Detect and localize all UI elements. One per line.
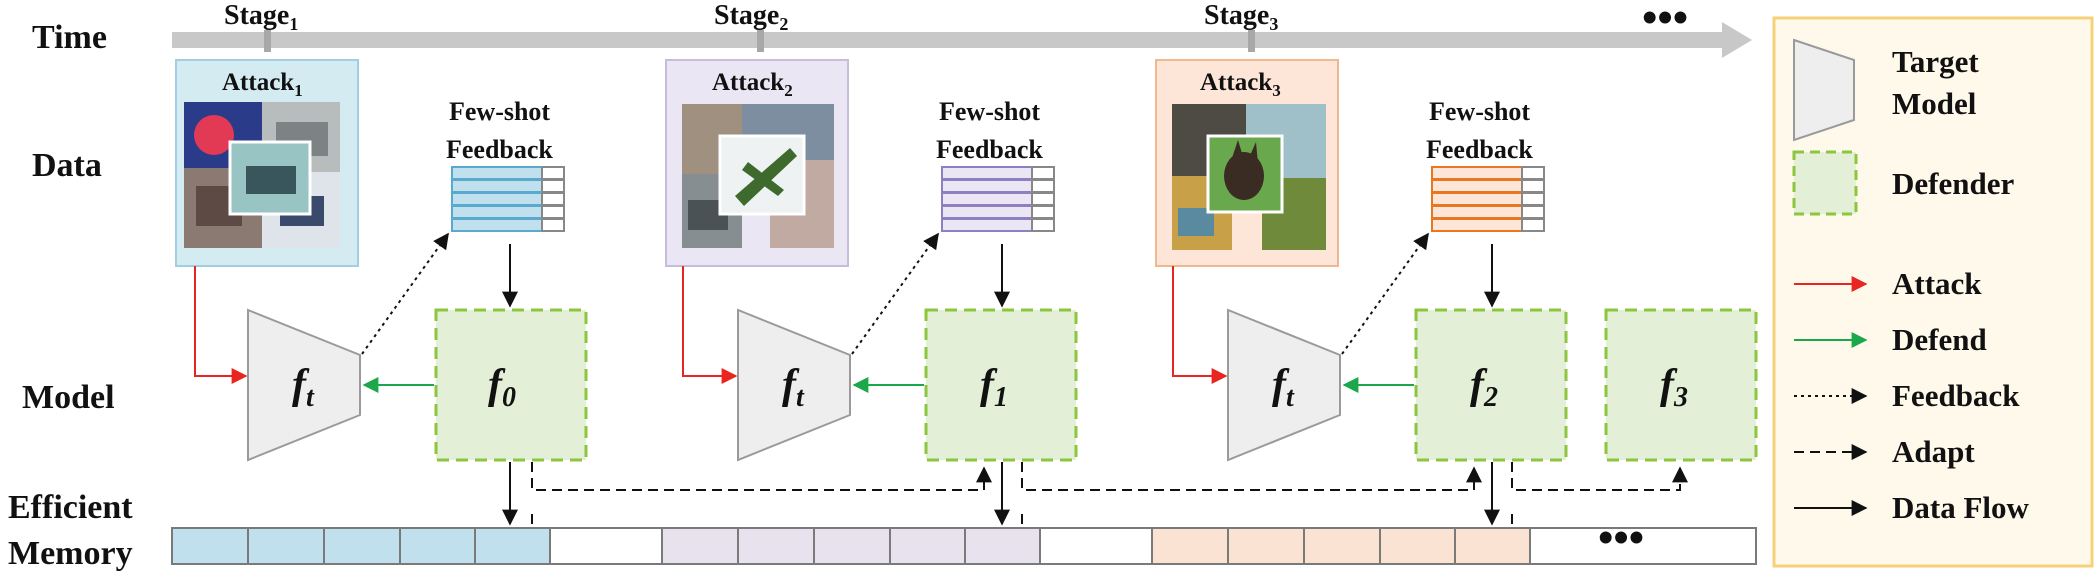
stage-3-feedback-table — [1431, 166, 1545, 232]
stage-3-feedback-label-line2: Feedback — [1426, 135, 1533, 164]
adapt-arrow-f1-to-f2 — [1021, 462, 1482, 491]
adapt-arrow-f2-to-f3 — [1511, 462, 1688, 491]
stage-3-target-model — [1227, 308, 1341, 462]
stage-1-defender — [434, 308, 588, 462]
row-label-time: Time — [32, 19, 107, 56]
legend-adapt-label: Adapt — [1892, 434, 1975, 469]
legend-defend-label: Defend — [1892, 322, 1987, 357]
legend-target-model-icon — [1793, 38, 1855, 142]
row-label-model: Model — [22, 379, 115, 416]
time-ellipsis: ••• — [1642, 0, 1688, 42]
stage-2-defender-label: f1 — [980, 362, 1008, 413]
row-label-memory-line2: Memory — [8, 535, 133, 572]
stage-1-feedback-table — [451, 166, 565, 232]
stage-1-feedback-label-line1: Few-shot — [449, 97, 550, 126]
stage-3-attack-arrow — [1172, 266, 1228, 384]
efficient-memory-bar — [171, 527, 1757, 565]
stage-3-target-model-label: ft — [1272, 362, 1295, 413]
stage-1-attack-arrow — [194, 266, 248, 384]
stage-3-attack-label: Attack3 — [1200, 69, 1281, 100]
stage-1-label: Stage1 — [224, 0, 298, 34]
stage-2-feedback-label-line1: Few-shot — [939, 97, 1040, 126]
stage-1-attack-images — [175, 59, 359, 267]
stage-2-feedback-label-line2: Feedback — [936, 135, 1043, 164]
stage-1-attack-label: Attack1 — [222, 69, 303, 100]
legend-defender-label: Defender — [1892, 166, 2014, 201]
stage-3-defender — [1414, 308, 1568, 462]
legend-data-flow-label: Data Flow — [1892, 490, 2030, 525]
legend-feedback-label: Feedback — [1892, 378, 2020, 413]
stage-1-target-model — [247, 308, 361, 462]
legend-target-model-label-line1: Target — [1892, 44, 1979, 79]
stage-2-defender — [924, 308, 1078, 462]
stage-2-feedback-table — [941, 166, 1055, 232]
stage-2-attack-images — [665, 59, 849, 267]
next-defender-label: f3 — [1660, 362, 1688, 413]
time-arrow — [172, 22, 1752, 58]
stage-2-target-model-label: ft — [782, 362, 805, 413]
stage-1-target-model-label: ft — [292, 362, 315, 413]
legend-target-model-label-line2: Model — [1892, 86, 1977, 121]
legend — [1772, 16, 2094, 568]
stage-1-feedback-label-line2: Feedback — [446, 135, 553, 164]
stage-3-feedback-label-line1: Few-shot — [1429, 97, 1530, 126]
memory-ellipsis: ••• — [1598, 513, 1644, 562]
stage-1-defender-label: f0 — [488, 362, 516, 413]
stage-3-attack-images — [1155, 59, 1339, 267]
stage-3-label: Stage3 — [1204, 0, 1278, 34]
stage-2-attack-label: Attack2 — [712, 69, 793, 100]
row-label-memory-line1: Efficient — [8, 489, 133, 526]
adapt-arrow-f0-to-f1 — [531, 462, 992, 491]
legend-attack-label: Attack — [1892, 266, 1982, 301]
stage-2-attack-arrow — [682, 266, 738, 384]
next-defender — [1604, 308, 1758, 462]
stage-2-target-model — [737, 308, 851, 462]
stage-3-defender-label: f2 — [1470, 362, 1498, 413]
row-label-data: Data — [32, 147, 102, 184]
legend-defender-icon — [1792, 150, 1858, 216]
stage-2-label: Stage2 — [714, 0, 788, 34]
